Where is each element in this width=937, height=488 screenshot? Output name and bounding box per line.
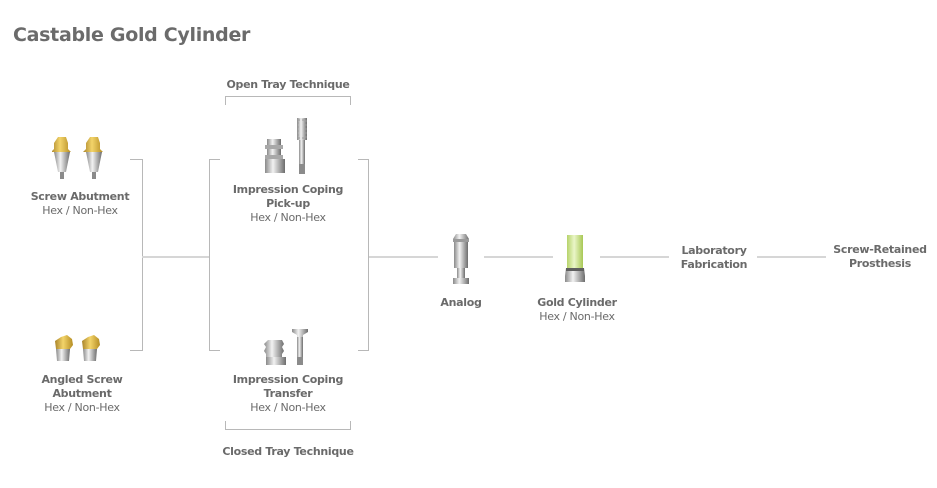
connector-line [484,256,553,258]
impression-coping-pickup-icon [265,118,307,174]
open-tray-bracket [225,96,351,105]
open-tray-label: Open Tray Technique [226,78,350,91]
analog-icon [453,234,469,284]
connector-line [369,256,438,258]
screw-abutment-icon [52,137,103,179]
impression-bracket-right [358,159,369,351]
closed-tray-bracket [225,421,351,430]
impression-transfer-label: Impression Coping Transfer Hex / Non-Hex [232,373,344,414]
connector-line [600,256,669,258]
impression-coping-transfer-icon [264,329,308,365]
gold-cylinder-label: Gold Cylinder Hex / Non-Hex [537,296,617,323]
gold-cylinder-icon [565,235,585,282]
screw-abutment-label: Screw Abutment Hex / Non-Hex [30,190,130,217]
abutment-bracket [130,159,143,351]
analog-label: Analog [440,296,482,309]
closed-tray-label: Closed Tray Technique [222,445,354,458]
page-title: Castable Gold Cylinder [13,24,251,46]
angled-screw-abutment-label: Angled Screw Abutment Hex / Non-Hex [41,373,123,414]
lab-fabrication-label: Laboratory Fabrication [680,244,748,271]
prosthesis-label: Screw-Retained Prosthesis [833,243,927,270]
impression-pickup-label: Impression Coping Pick-up Hex / Non-Hex [232,183,344,224]
connector-line [142,256,209,258]
impression-bracket-left [209,159,220,351]
connector-line [757,256,826,258]
angled-screw-abutment-icon [55,335,100,361]
